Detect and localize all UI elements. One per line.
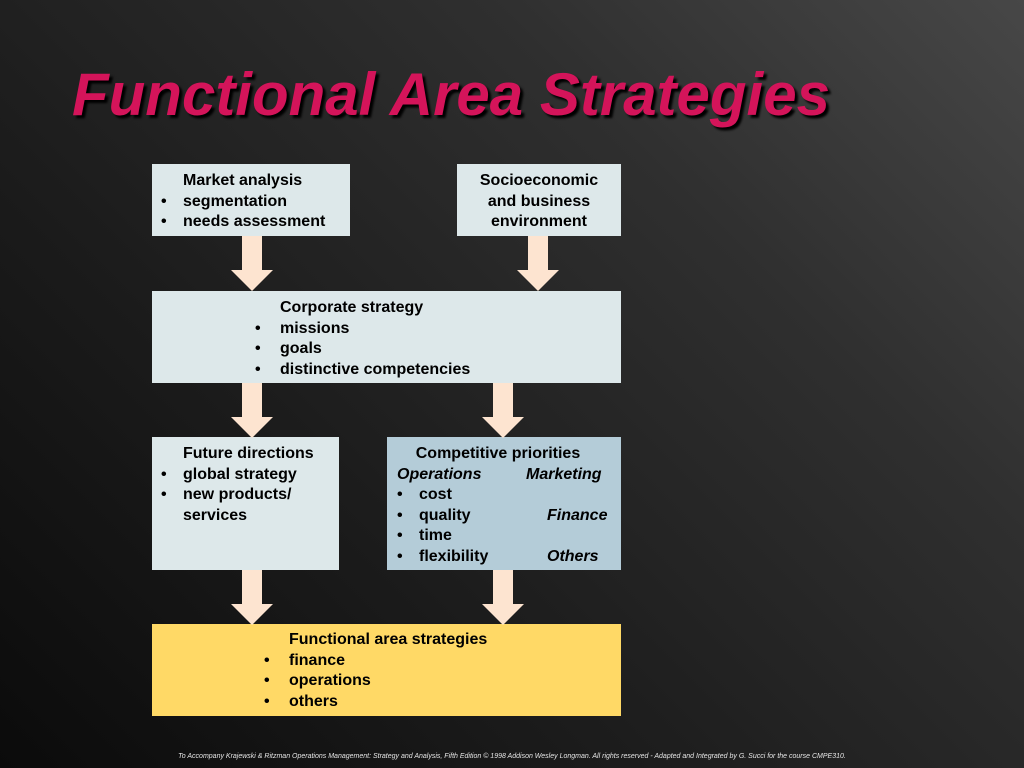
bullet-icon: • bbox=[161, 192, 167, 210]
competitive-item-quality: quality bbox=[419, 506, 471, 524]
bullet-icon: • bbox=[264, 672, 270, 689]
bullet-icon: • bbox=[161, 213, 167, 230]
list-item: • time bbox=[387, 526, 621, 547]
market-analysis-heading: Market analysis bbox=[183, 172, 303, 189]
arrow-down-icon bbox=[231, 236, 273, 291]
competitive-priorities-box: Competitive priorities Operations Market… bbox=[387, 437, 621, 570]
bullet-icon: • bbox=[255, 360, 261, 378]
list-item: • global strategy bbox=[161, 465, 339, 486]
corporate-item-competencies: distinctive competencies bbox=[280, 360, 471, 378]
arrow-down-icon bbox=[517, 236, 559, 291]
list-item: • distinctive competencies bbox=[255, 360, 621, 381]
future-item-global-strategy: global strategy bbox=[183, 465, 297, 483]
corporate-item-goals: goals bbox=[280, 340, 322, 357]
socio-line-2: and business bbox=[487, 192, 591, 210]
bullet-icon: • bbox=[161, 465, 167, 483]
bullet-icon: • bbox=[255, 319, 261, 337]
arrow-down-icon bbox=[482, 570, 524, 625]
corporate-item-missions: missions bbox=[280, 319, 350, 337]
market-item-needs-assessment: needs assessment bbox=[183, 213, 326, 230]
socio-line-1: Socioeconomic bbox=[479, 172, 599, 189]
bullet-icon: • bbox=[255, 340, 261, 357]
market-analysis-box: Market analysis • segmentation • needs a… bbox=[152, 164, 350, 236]
future-item-services: services bbox=[183, 506, 248, 524]
list-item: • operations bbox=[264, 671, 621, 692]
others-label: Others bbox=[547, 547, 599, 565]
list-item: • finance bbox=[264, 651, 621, 672]
bullet-icon: • bbox=[397, 506, 403, 524]
bullet-icon: • bbox=[161, 486, 167, 503]
list-item: • goals bbox=[255, 339, 621, 360]
bullet-icon: • bbox=[264, 692, 270, 710]
corporate-strategy-heading: Corporate strategy bbox=[280, 299, 424, 316]
competitive-item-cost: cost bbox=[419, 486, 452, 503]
bullet-icon: • bbox=[397, 547, 403, 565]
functional-item-others: others bbox=[289, 692, 338, 710]
marketing-column-label: Marketing bbox=[526, 465, 602, 483]
future-directions-box: Future directions • global strategy • ne… bbox=[152, 437, 339, 570]
bullet-icon: • bbox=[397, 527, 403, 544]
functional-area-heading: Functional area strategies bbox=[289, 631, 488, 648]
socio-line-3: environment bbox=[490, 213, 587, 230]
list-item: • others bbox=[264, 692, 621, 713]
finance-label: Finance bbox=[547, 506, 608, 524]
competitive-columns-row: Operations Marketing bbox=[387, 465, 621, 486]
functional-item-finance: finance bbox=[289, 651, 346, 669]
list-item: • segmentation bbox=[161, 192, 350, 213]
list-item: • cost bbox=[387, 485, 621, 506]
competitive-item-time: time bbox=[419, 527, 452, 544]
list-item: • flexibility Others bbox=[387, 547, 621, 568]
copyright-footer: To Accompany Krajewski & Ritzman Operati… bbox=[178, 753, 846, 760]
list-item: • new products/ bbox=[161, 485, 339, 506]
arrow-down-icon bbox=[482, 383, 524, 438]
list-item: • missions bbox=[255, 319, 621, 340]
arrow-down-icon bbox=[231, 383, 273, 438]
bullet-icon: • bbox=[264, 651, 270, 669]
operations-column-label: Operations bbox=[397, 465, 482, 483]
list-item: • needs assessment bbox=[161, 212, 350, 233]
functional-item-operations: operations bbox=[289, 672, 371, 689]
market-item-segmentation: segmentation bbox=[183, 192, 288, 210]
competitive-priorities-heading: Competitive priorities bbox=[415, 445, 581, 462]
bullet-icon: • bbox=[397, 486, 403, 503]
arrow-down-icon bbox=[231, 570, 273, 625]
list-item: • quality Finance bbox=[387, 506, 621, 527]
future-directions-heading: Future directions bbox=[183, 445, 314, 462]
competitive-item-flexibility: flexibility bbox=[419, 547, 489, 565]
page-title: Functional Area Strategies bbox=[72, 61, 830, 128]
future-item-new-products: new products/ bbox=[183, 486, 292, 503]
functional-area-strategies-box: Functional area strategies • finance • o… bbox=[152, 624, 621, 716]
socioeconomic-box: Socioeconomic and business environment bbox=[457, 164, 621, 236]
corporate-strategy-box: Corporate strategy • missions • goals • … bbox=[152, 291, 621, 383]
